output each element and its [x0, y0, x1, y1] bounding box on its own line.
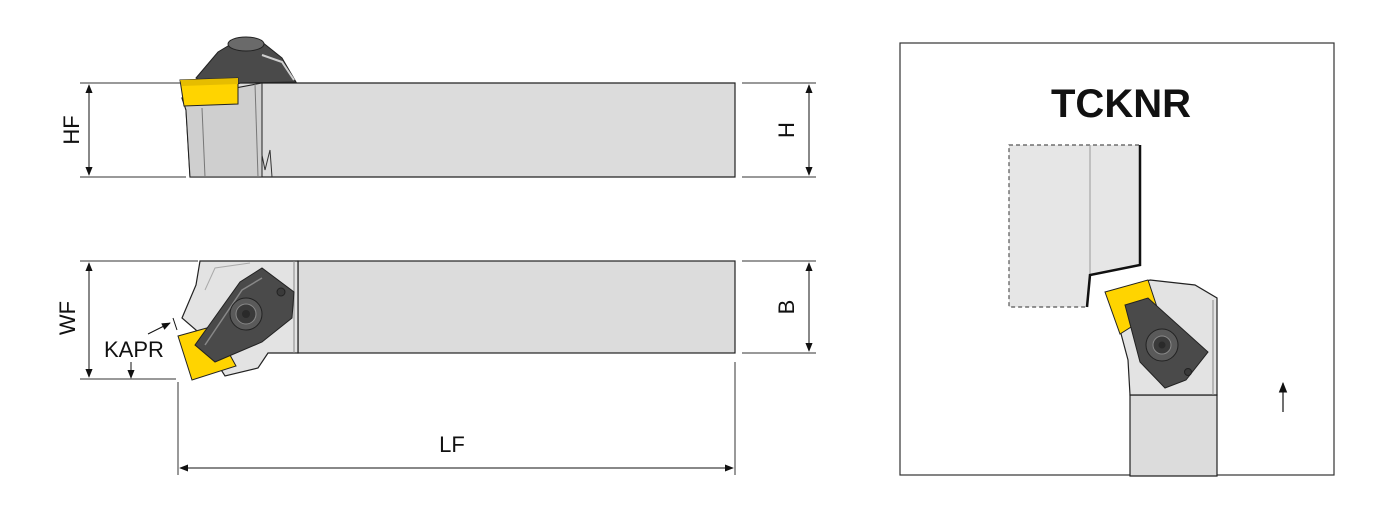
top-shank	[297, 260, 736, 354]
top-view: WF KAPR B LF	[55, 260, 816, 475]
kapr-label: KAPR	[104, 337, 164, 362]
hf-label: HF	[59, 115, 84, 144]
panel-holder	[1129, 394, 1218, 477]
application-panel: TCKNR	[899, 42, 1335, 477]
wf-label: WF	[55, 301, 80, 335]
panel-title: TCKNR	[1051, 82, 1191, 126]
side-shank	[181, 82, 736, 178]
side-view: HF H	[59, 36, 816, 178]
b-label: B	[774, 300, 799, 315]
h-label: H	[774, 122, 799, 138]
lf-label: LF	[439, 432, 465, 457]
